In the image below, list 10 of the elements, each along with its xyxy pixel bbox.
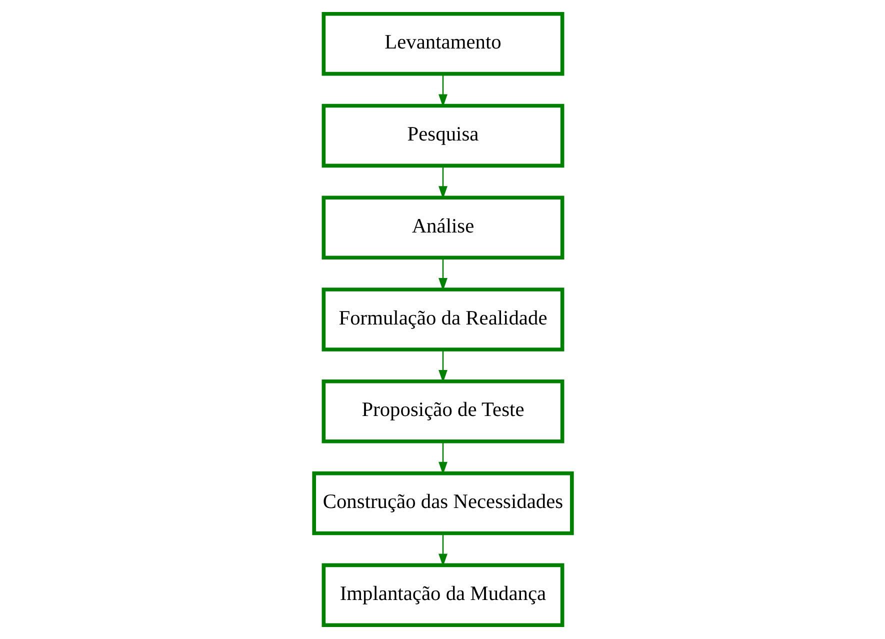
node-box: Implantação da Mudança bbox=[321, 563, 564, 628]
node-box: Proposição de Teste bbox=[321, 379, 564, 444]
node-box: Construção das Necessidades bbox=[312, 471, 574, 536]
node-box: Pesquisa bbox=[321, 104, 564, 168]
arrow bbox=[438, 166, 447, 199]
arrow bbox=[438, 533, 447, 566]
arrow bbox=[438, 258, 447, 291]
node-box: Formulação da Realidade bbox=[321, 288, 564, 352]
node-box: Levantamento bbox=[321, 12, 564, 76]
node-box: Análise bbox=[321, 196, 564, 260]
